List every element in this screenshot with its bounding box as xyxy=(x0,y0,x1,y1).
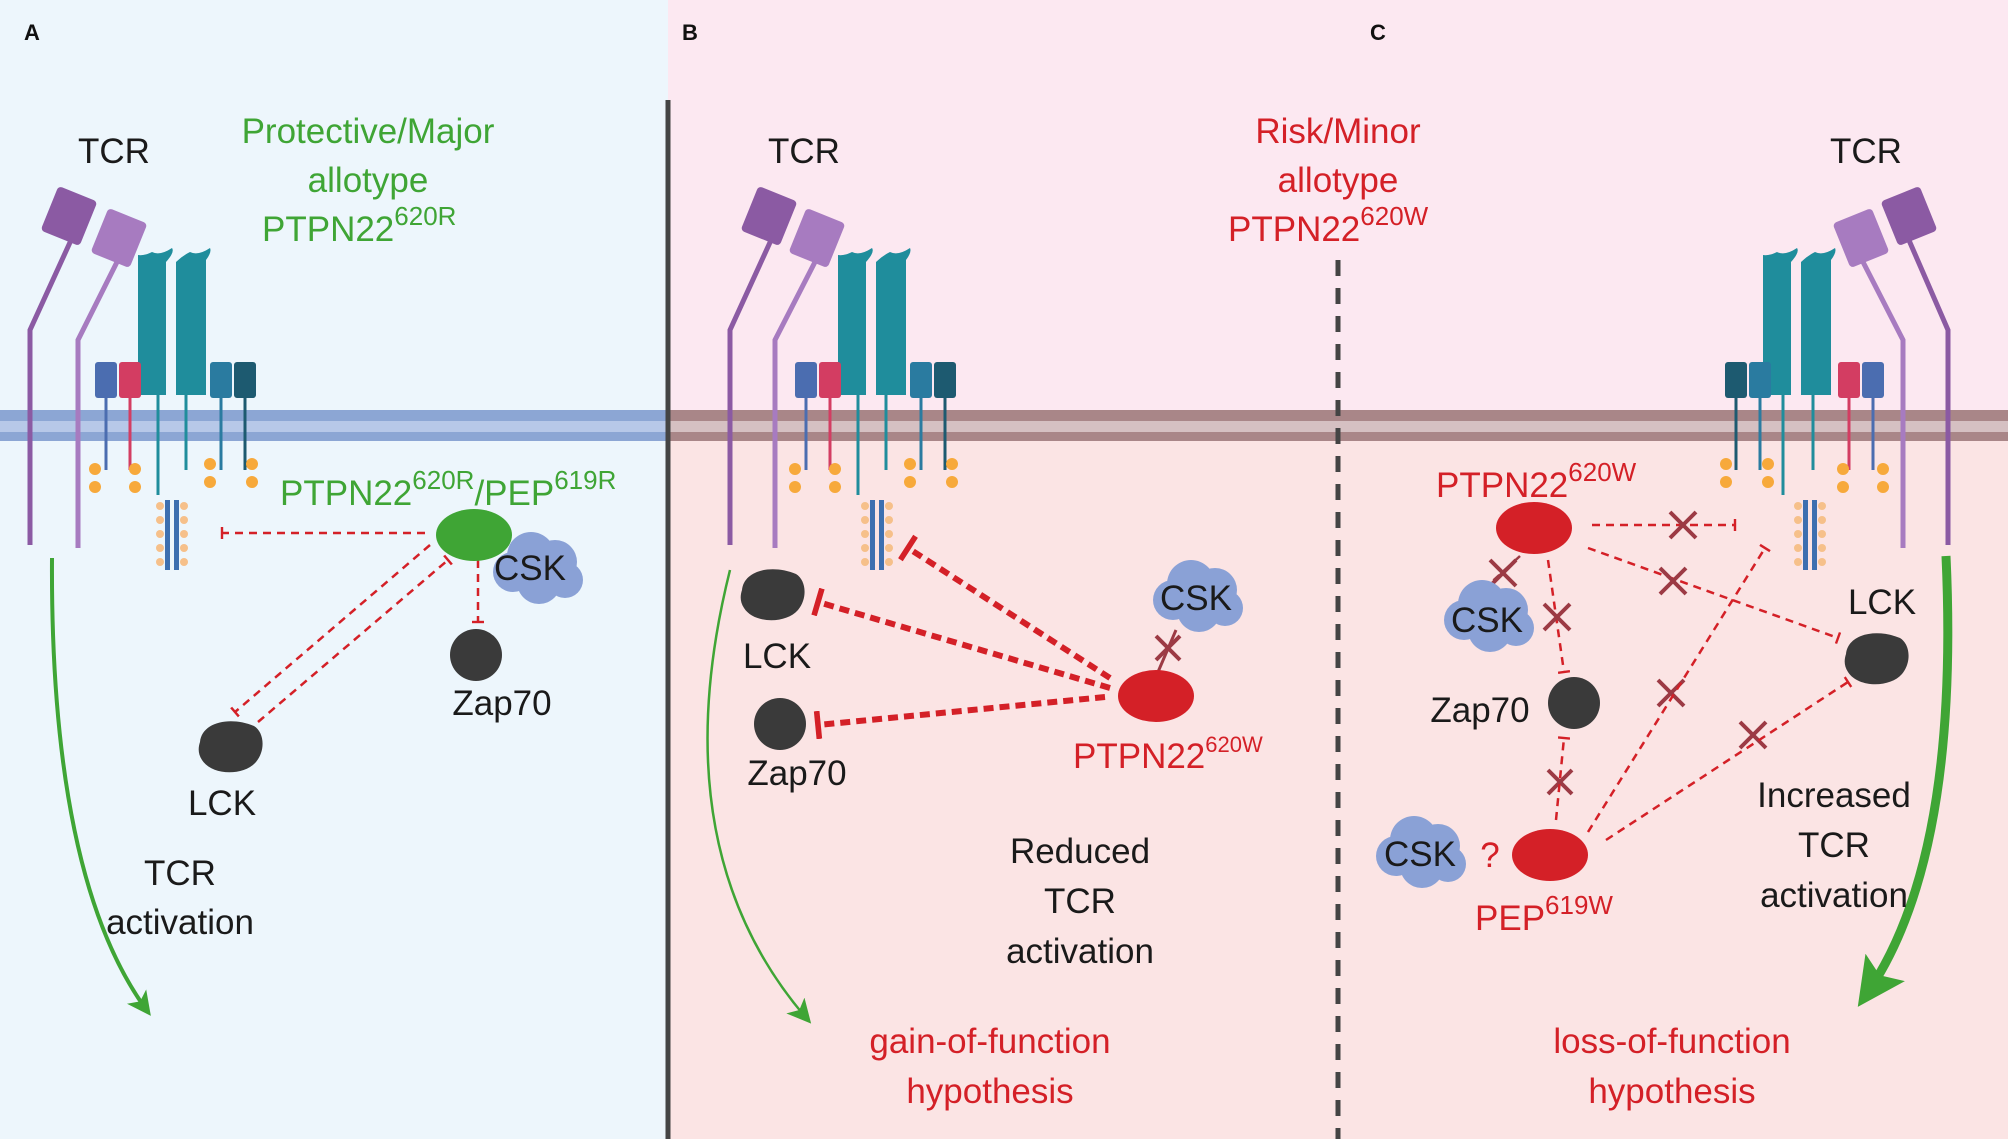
panel-a-tcr-receptor xyxy=(27,187,147,548)
panel-b-hypothesis-line1: gain-of-function xyxy=(869,1022,1110,1061)
panel-c-lck-shape xyxy=(1844,633,1909,685)
panel-letter-c: C xyxy=(1370,20,1386,45)
panel-a-lck-shape xyxy=(198,721,263,773)
panel-c-hypothesis-line2: hypothesis xyxy=(1588,1072,1755,1111)
panel-c-csk-top-label: CSK xyxy=(1451,601,1523,640)
panel-c-question-mark: ? xyxy=(1480,836,1499,875)
panel-b-ptpn22-protein xyxy=(1118,670,1194,722)
panel-b-outcome-line3: activation xyxy=(1006,932,1154,971)
panel-letter-b: B xyxy=(682,20,698,45)
panel-b-cd3-complex xyxy=(789,248,958,570)
panel-b: TCR xyxy=(706,132,1263,1111)
panel-c: TCR PTPN22620W xyxy=(1376,132,1953,1111)
panel-b-outcome-line2: TCR xyxy=(1044,882,1116,921)
panel-b-outcome-line1: Reduced xyxy=(1010,832,1150,871)
panel-b-csk-label: CSK xyxy=(1160,579,1232,618)
panel-a-title-line1: Protective/Major xyxy=(242,112,495,151)
panel-a-outcome-line2: activation xyxy=(106,903,254,942)
panel-b-hypothesis-line2: hypothesis xyxy=(906,1072,1073,1111)
panel-a-zap70-label: Zap70 xyxy=(452,684,551,723)
panel-b-inhibition-lck xyxy=(811,587,1111,691)
panel-b-lck-label: LCK xyxy=(743,637,811,676)
panel-b-inhibition-itam xyxy=(898,534,1112,681)
panel-c-lck-label: LCK xyxy=(1848,583,1916,622)
panel-b-blocked-cross xyxy=(1154,634,1182,662)
panel-a-ptpn22-pep-label: PTPN22620R/PEP619R xyxy=(280,465,616,513)
panel-a-cd3-complex xyxy=(89,248,258,570)
panel-c-tcr-receptor xyxy=(1833,187,1951,548)
panel-a-title-line3: PTPN22620R xyxy=(262,201,456,249)
panel-c-ptpn22-label: PTPN22620W xyxy=(1436,457,1637,505)
risk-allotype-title: Risk/Minor allotype PTPN22620W xyxy=(1228,112,1429,249)
panel-a-zap70-shape xyxy=(450,629,502,681)
panel-c-cd3-complex xyxy=(1720,248,1889,570)
panel-a-activation-arrow xyxy=(49,557,151,1016)
panel-c-hypothesis-line1: loss-of-function xyxy=(1553,1022,1790,1061)
panel-a-tcr-label: TCR xyxy=(78,132,150,171)
panel-c-pep-to-lck xyxy=(1605,676,1853,842)
risk-title-line1: Risk/Minor xyxy=(1255,112,1421,151)
panel-b-ptpn22-label: PTPN22620W xyxy=(1073,732,1263,776)
panel-c-pep-label: PEP619W xyxy=(1475,890,1613,938)
panel-b-zap70-label: Zap70 xyxy=(747,754,846,793)
panel-b-activation-arrow xyxy=(706,569,812,1024)
risk-title-line3: PTPN22620W xyxy=(1228,201,1429,249)
panel-b-inhibition-zap70 xyxy=(813,694,1106,740)
panel-c-csk-bottom-label: CSK xyxy=(1384,835,1456,874)
panel-c-outcome-line3: activation xyxy=(1760,876,1908,915)
panel-c-activation-arrow xyxy=(1857,555,1953,1007)
panel-b-lck-shape xyxy=(740,569,805,621)
panel-c-ptpn22-to-lck xyxy=(1587,546,1842,645)
panel-a-inhibition-lck xyxy=(230,544,431,718)
panel-c-pep-protein xyxy=(1512,829,1588,881)
panel-b-zap70-shape xyxy=(754,698,806,750)
panel-a-pep-protein xyxy=(436,509,512,561)
panel-b-tcr-label: TCR xyxy=(768,132,840,171)
panel-a-title-line2: allotype xyxy=(308,161,429,200)
panel-c-zap70-label: Zap70 xyxy=(1430,691,1529,730)
panel-a-lck-label: LCK xyxy=(188,784,256,823)
panel-c-outcome-line1: Increased xyxy=(1757,776,1911,815)
panel-a: TCR Protective/Major allotype PTPN22620R xyxy=(27,112,616,1016)
panel-c-ptpn22-protein xyxy=(1496,502,1572,554)
panel-c-outcome-line2: TCR xyxy=(1798,826,1870,865)
panel-c-tcr-label: TCR xyxy=(1830,132,1902,171)
risk-title-line2: allotype xyxy=(1278,161,1399,200)
panel-letter-a: A xyxy=(24,20,40,45)
panel-a-outcome-line1: TCR xyxy=(144,854,216,893)
panel-b-tcr-receptor xyxy=(727,187,845,548)
panel-a-csk-label: CSK xyxy=(494,549,566,588)
panel-c-zap70-shape xyxy=(1548,677,1600,729)
panel-c-blocked-crosses xyxy=(1488,510,1768,796)
membrane-panel-a xyxy=(0,410,668,441)
